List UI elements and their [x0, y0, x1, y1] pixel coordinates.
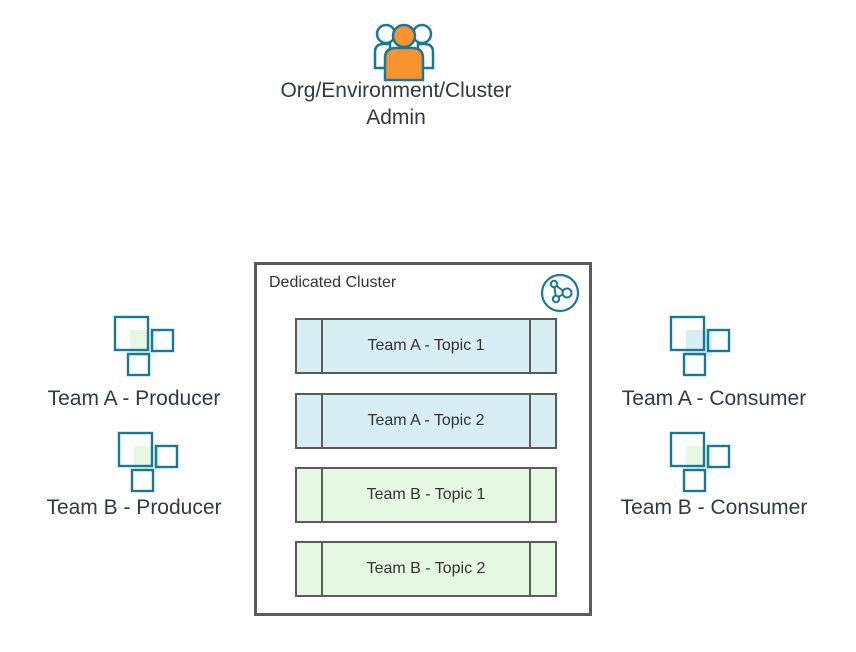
admin-label: Org/Environment/Cluster Admin	[246, 77, 546, 131]
cluster-network-icon	[540, 273, 580, 313]
topic-label: Team A - Topic 1	[367, 337, 485, 354]
topic-label: Team B - Topic 1	[366, 486, 486, 503]
topic-side-left	[297, 395, 323, 447]
topic-side-left	[297, 469, 323, 521]
team-b-consumer-label: Team B - Consumer	[620, 496, 808, 519]
topic-side-right	[529, 469, 555, 521]
team-a-consumer-label: Team A - Consumer	[621, 387, 807, 410]
dedicated-cluster: Dedicated Cluster Team A - Topic 1 Team …	[254, 262, 592, 616]
client-app-icon	[113, 315, 175, 377]
topic-side-right	[529, 543, 555, 595]
topic-side-right	[529, 320, 555, 372]
topic-side-left	[297, 543, 323, 595]
team-b-producer-label: Team B - Producer	[46, 496, 222, 519]
admin-group-icon	[373, 23, 435, 82]
topic-side-left	[297, 320, 323, 372]
cluster-title: Dedicated Cluster	[269, 274, 397, 291]
client-app-icon	[117, 431, 179, 493]
client-app-icon	[669, 315, 731, 377]
topic-side-right	[529, 395, 555, 447]
topic-team-a-1: Team A - Topic 1	[295, 318, 557, 374]
admin-label-line1: Org/Environment/Cluster	[280, 79, 512, 102]
topic-team-b-1: Team B - Topic 1	[295, 467, 557, 523]
topic-label: Team A - Topic 2	[367, 412, 485, 429]
client-app-icon	[669, 431, 731, 493]
admin-label-line2: Admin	[366, 106, 426, 129]
team-a-producer-label: Team A - Producer	[47, 387, 221, 410]
topic-team-b-2: Team B - Topic 2	[295, 541, 557, 597]
topic-team-a-2: Team A - Topic 2	[295, 393, 557, 449]
topic-label: Team B - Topic 2	[366, 560, 486, 577]
